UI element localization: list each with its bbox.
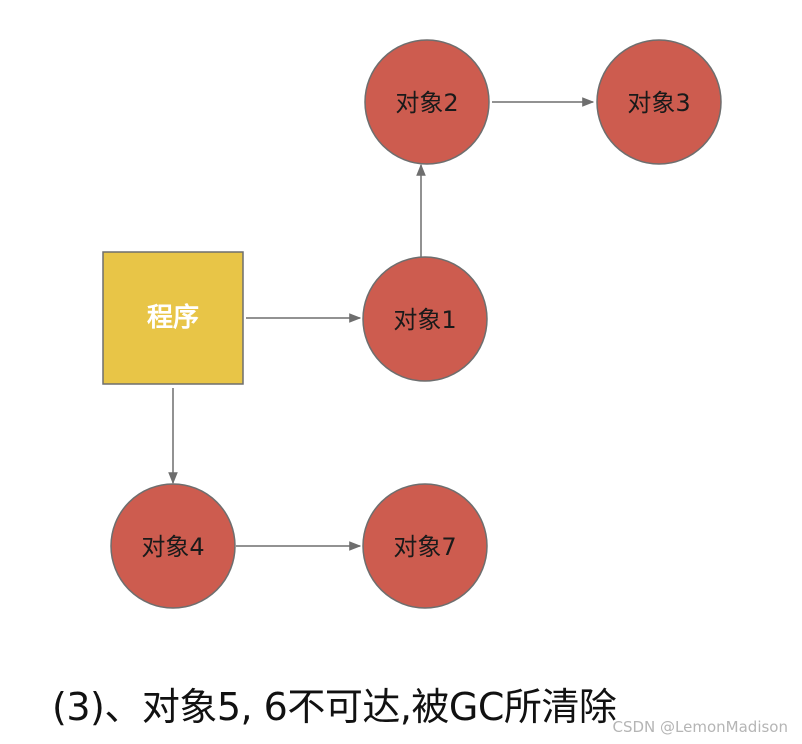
- object-label-obj2: 对象2: [395, 89, 458, 117]
- object-node-obj4: 对象4: [110, 483, 236, 609]
- object-node-obj3: 对象3: [596, 39, 722, 165]
- object-node-obj2: 对象2: [364, 39, 490, 165]
- object-label-obj4: 对象4: [141, 533, 204, 561]
- object-label-obj3: 对象3: [627, 89, 690, 117]
- figure-caption: (3)、对象5, 6不可达,被GC所清除: [52, 685, 617, 729]
- program-node: 程序: [102, 251, 244, 385]
- object-label-obj1: 对象1: [393, 306, 456, 334]
- program-label: 程序: [147, 302, 199, 333]
- reachability-diagram: 程序 对象1 对象2 对象3 对象4 对象7: [102, 39, 722, 609]
- csdn-watermark: CSDN @LemonMadison: [612, 718, 788, 736]
- object-node-obj1: 对象1: [362, 256, 488, 382]
- object-node-obj7: 对象7: [362, 483, 488, 609]
- object-label-obj7: 对象7: [393, 533, 456, 561]
